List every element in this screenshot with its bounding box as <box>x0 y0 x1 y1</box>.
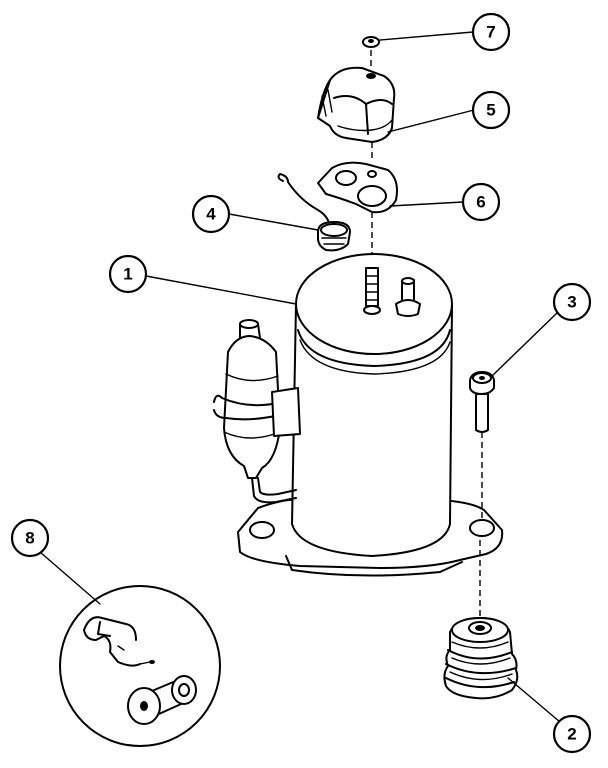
callout-1: 1 <box>108 254 148 294</box>
callout-2-label: 2 <box>567 725 576 744</box>
part-5-terminal-cover <box>317 66 396 143</box>
callout-7-label: 7 <box>486 23 495 42</box>
part-1-compressor <box>237 253 504 577</box>
callout-3: 3 <box>552 282 592 322</box>
part-7-nut <box>362 36 380 48</box>
part-3-bolt <box>469 371 495 433</box>
accumulator <box>213 319 301 504</box>
callout-7: 7 <box>471 12 511 52</box>
callout-8-label: 8 <box>25 529 34 548</box>
part-2-grommet <box>443 617 519 700</box>
leader-lines <box>39 31 561 723</box>
callout-4-label: 4 <box>206 205 216 224</box>
part-6-gasket <box>317 161 398 214</box>
callout-8: 8 <box>10 518 50 558</box>
callout-5-label: 5 <box>486 101 495 120</box>
part-8-detail-view <box>59 585 221 747</box>
callout-6: 6 <box>461 182 501 222</box>
callout-1-label: 1 <box>123 265 132 284</box>
callout-3-label: 3 <box>567 293 576 312</box>
part-4-overload-protector <box>277 173 351 252</box>
callout-5: 5 <box>471 90 511 130</box>
callout-2: 2 <box>552 714 592 754</box>
callout-6-label: 6 <box>476 193 485 212</box>
callout-4: 4 <box>191 194 231 234</box>
